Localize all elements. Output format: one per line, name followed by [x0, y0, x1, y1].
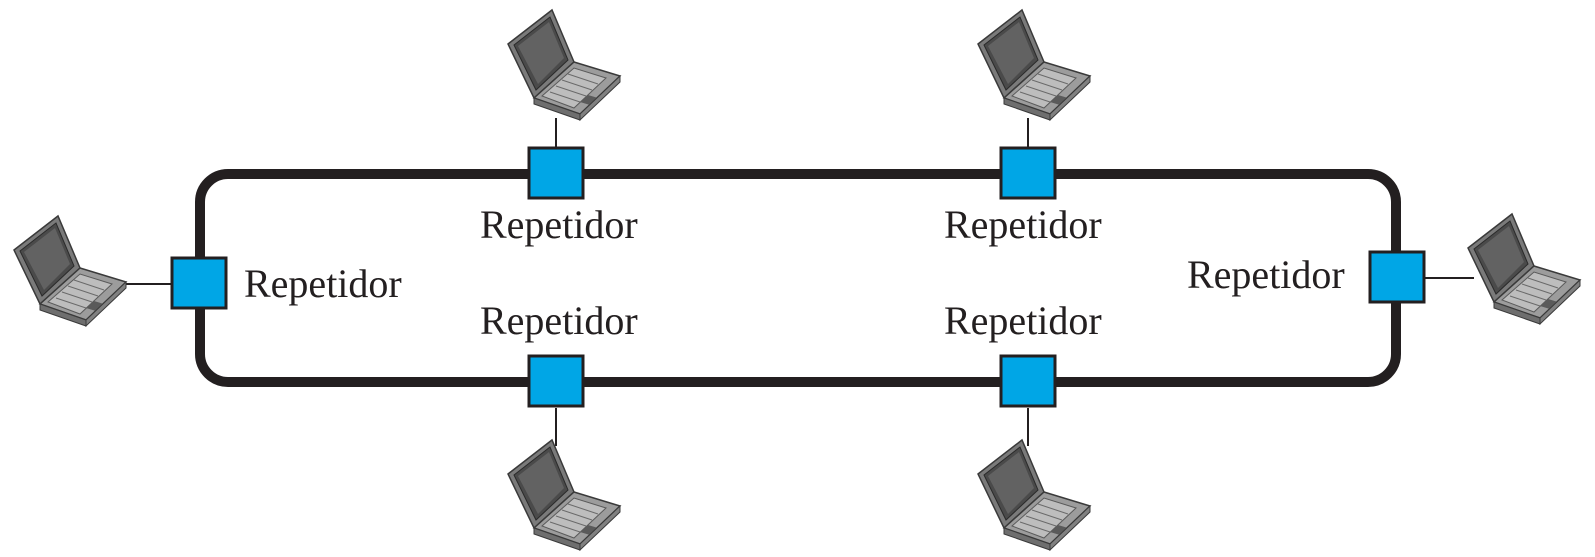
laptop-icon	[1467, 213, 1581, 325]
repeater-label-bottom-right: Repetidor	[944, 298, 1102, 343]
laptop-icon	[977, 439, 1091, 551]
repeater-label-top-right: Repetidor	[944, 202, 1102, 247]
repeater-icon	[1368, 250, 1426, 304]
repeater-icon	[527, 354, 585, 408]
repeater-icon	[999, 354, 1057, 408]
repeater-label-bottom-left: Repetidor	[480, 298, 638, 343]
repeater-label-right: Repetidor	[1187, 252, 1345, 297]
repeater-label-top-left: Repetidor	[480, 202, 638, 247]
repeater-label-left: Repetidor	[244, 261, 402, 306]
laptop-icon	[507, 439, 621, 551]
laptop-icon	[977, 9, 1091, 121]
repeater-icon	[999, 146, 1057, 200]
repeater-icon	[170, 256, 228, 310]
laptop-icon	[13, 215, 127, 327]
repeater-icon	[527, 146, 585, 200]
laptop-icon	[507, 9, 621, 121]
